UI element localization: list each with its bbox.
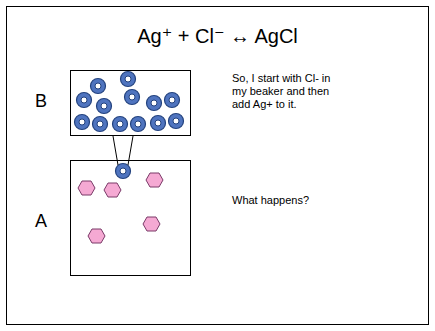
- beaker-box: A: [70, 160, 191, 276]
- beaker-letter: A: [35, 211, 47, 231]
- silver-ions: [75, 72, 184, 179]
- chloride-ions: [78, 173, 163, 243]
- slide-note: What happens?: [232, 194, 352, 207]
- slide-title: Ag⁺ + Cl⁻ ↔ AgCl: [0, 24, 435, 48]
- beaker-letter: B: [35, 91, 47, 111]
- slide-frame: [7, 7, 429, 325]
- beaker-box: B: [70, 70, 191, 136]
- slide-note: So, I start with Cl- in my beaker and th…: [232, 72, 336, 111]
